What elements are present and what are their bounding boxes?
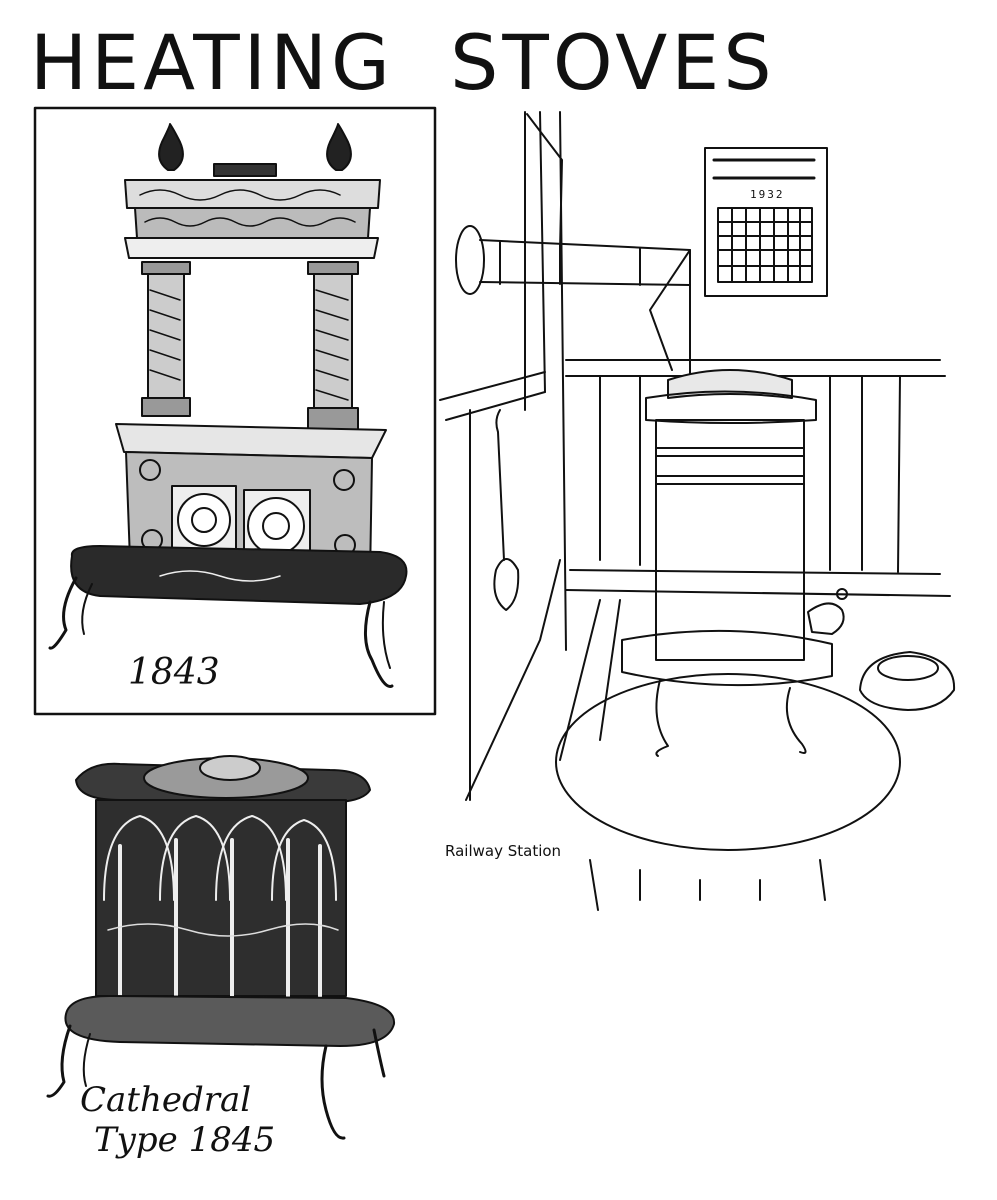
caption-cathedral-line1: Cathedral	[80, 1080, 252, 1120]
calendar-frame	[704, 147, 828, 297]
stove-1843-illustration	[33, 106, 437, 716]
railway-station-illustration	[439, 111, 956, 911]
caption-cathedral-line2: Type 1845	[94, 1120, 276, 1160]
page-title: HEATING STOVES	[30, 18, 776, 107]
calendar-year: 1932	[750, 188, 785, 201]
caption-railway-station: Railway Station	[445, 842, 562, 860]
stove-1843-frame	[33, 106, 437, 716]
caption-cathedral: Cathedral Type 1845	[80, 1080, 275, 1160]
caption-1843: 1843	[128, 652, 220, 693]
cathedral-stove-illustration	[46, 755, 396, 1140]
